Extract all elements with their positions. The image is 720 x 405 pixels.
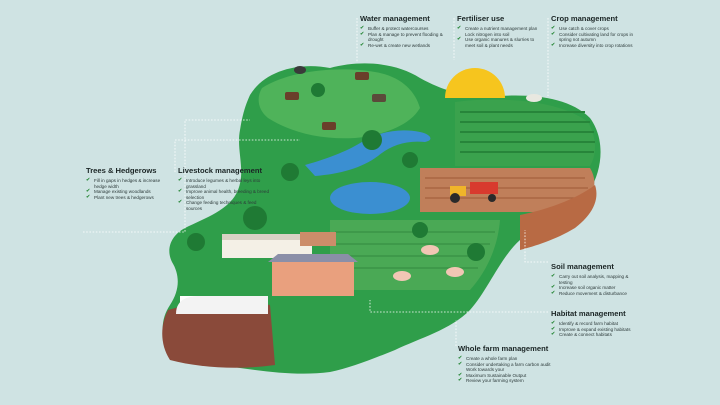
livestock-management-panel: Livestock management ✔Introduce legumes … <box>178 166 270 212</box>
leader-lines <box>83 18 549 346</box>
trees-hedgerows-list: ✔Fill in gaps in hedges & increase hedge… <box>86 177 166 200</box>
check-icon: ✔ <box>551 289 556 296</box>
soil-management-list: ✔Carry out soil analysis, mapping & test… <box>551 273 639 296</box>
check-icon: ✔ <box>551 284 556 291</box>
list-item: ✔Create & connect habitats <box>551 331 612 338</box>
list-item: ✔Buffer & protect watercourses <box>360 25 429 31</box>
check-icon: ✔ <box>551 41 556 48</box>
sun <box>445 68 505 98</box>
list-item: ✔Improve animal health, breeding & breed… <box>178 188 269 200</box>
list-item: ✔Consider undertaking a farm carbon audi… <box>458 360 551 373</box>
fertiliser-use-panel: Fertiliser use ✔Create a nutrient manage… <box>457 14 545 48</box>
check-icon: ✔ <box>551 30 556 37</box>
tractor <box>450 182 498 203</box>
list-item: ✔Plant new trees & hedgerows <box>86 193 154 200</box>
check-icon: ✔ <box>178 177 183 183</box>
check-icon: ✔ <box>551 25 556 31</box>
list-item: ✔Identify & record farm habitat <box>551 320 618 326</box>
livestock <box>285 66 542 281</box>
check-icon: ✔ <box>360 25 365 31</box>
list-item: ✔Reduce movement & disturbance <box>551 289 627 296</box>
list-item: ✔Increase diversity into crop rotations <box>551 41 633 48</box>
check-icon: ✔ <box>178 188 183 195</box>
fertiliser-use-title: Fertiliser use <box>457 14 505 23</box>
list-item: ✔Introduce legumes & herbal leys into gr… <box>178 177 261 189</box>
fertiliser-use-list: ✔Create a nutrient management plan Lock … <box>457 25 545 48</box>
water-management-title: Water management <box>360 14 430 23</box>
water-management-panel: Water management ✔Buffer & protect water… <box>360 14 452 48</box>
list-item: ✔Use organic manures & slurries to meet … <box>457 36 535 48</box>
whole-farm-management-panel: Whole farm management ✔Create a whole fa… <box>458 344 558 384</box>
trees-hedgerows-title: Trees & Hedgerows <box>86 166 157 175</box>
check-icon: ✔ <box>178 199 183 206</box>
list-item: ✔Plan & manage to prevent flooding & dro… <box>360 30 443 43</box>
crop-management-list: ✔Use catch & cover crops ✔Consider culti… <box>551 25 643 48</box>
list-item: ✔Manage existing woodlands <box>86 188 151 195</box>
list-item: ✔Consider cultivating land for crops in … <box>551 30 634 43</box>
soil-management-title: Soil management <box>551 262 614 271</box>
list-item: ✔Re-wet & create new wetlands <box>360 41 431 48</box>
trees-hedgerows-panel: Trees & Hedgerows ✔Fill in gaps in hedge… <box>86 166 166 200</box>
crop-fields <box>455 99 595 166</box>
livestock-management-list: ✔Introduce legumes & herbal leys into gr… <box>178 177 270 212</box>
soil-cross-section <box>520 185 597 250</box>
check-icon: ✔ <box>86 193 91 200</box>
check-icon: ✔ <box>360 30 365 37</box>
check-icon: ✔ <box>458 371 463 378</box>
list-item: ✔Maximum Sustainable Output <box>458 371 527 378</box>
whole-farm-management-title: Whole farm management <box>458 344 549 353</box>
habitat-management-list: ✔Identify & record farm habitat ✔Improve… <box>551 320 643 338</box>
ploughed-plot <box>162 301 275 368</box>
list-item: ✔Improve & expand existing habitats <box>551 325 631 332</box>
check-icon: ✔ <box>458 360 463 367</box>
pond <box>330 182 410 214</box>
list-item: ✔Increase soil organic matter <box>551 284 616 291</box>
list-item: ✔Review your farming system <box>458 377 524 384</box>
soil-field <box>420 168 595 212</box>
soil-management-panel: Soil management ✔Carry out soil analysis… <box>551 262 639 296</box>
list-item: ✔Create a whole farm plan <box>458 355 518 361</box>
river <box>305 130 431 176</box>
habitat-management-title: Habitat management <box>551 309 626 318</box>
check-icon: ✔ <box>457 36 462 43</box>
check-icon: ✔ <box>457 25 462 31</box>
livestock-management-title: Livestock management <box>178 166 262 175</box>
water-management-list: ✔Buffer & protect watercourses ✔Plan & m… <box>360 25 452 48</box>
list-item: ✔Carry out soil analysis, mapping & test… <box>551 273 629 285</box>
list-item: ✔Change feeding techniques & feed source… <box>178 199 257 211</box>
whole-farm-management-list: ✔Create a whole farm plan ✔Consider unde… <box>458 355 558 384</box>
check-icon: ✔ <box>86 188 91 195</box>
crop-management-title: Crop management <box>551 14 618 23</box>
check-icon: ✔ <box>551 331 556 338</box>
crop-management-panel: Crop management ✔Use catch & cover crops… <box>551 14 643 48</box>
check-icon: ✔ <box>458 377 463 384</box>
check-icon: ✔ <box>458 355 463 361</box>
trees <box>187 83 485 261</box>
habitat-management-panel: Habitat management ✔Identify & record fa… <box>551 309 643 338</box>
check-icon: ✔ <box>551 320 556 326</box>
list-item: ✔Use catch & cover crops <box>551 25 609 31</box>
upper-meadow <box>258 69 420 139</box>
check-icon: ✔ <box>360 41 365 48</box>
list-item: ✔Create a nutrient management plan Lock … <box>457 25 538 37</box>
farm-buildings <box>176 232 358 314</box>
check-icon: ✔ <box>551 325 556 332</box>
list-item: ✔Fill in gaps in hedges & increase hedge… <box>86 177 161 189</box>
check-icon: ✔ <box>86 177 91 183</box>
check-icon: ✔ <box>551 273 556 279</box>
